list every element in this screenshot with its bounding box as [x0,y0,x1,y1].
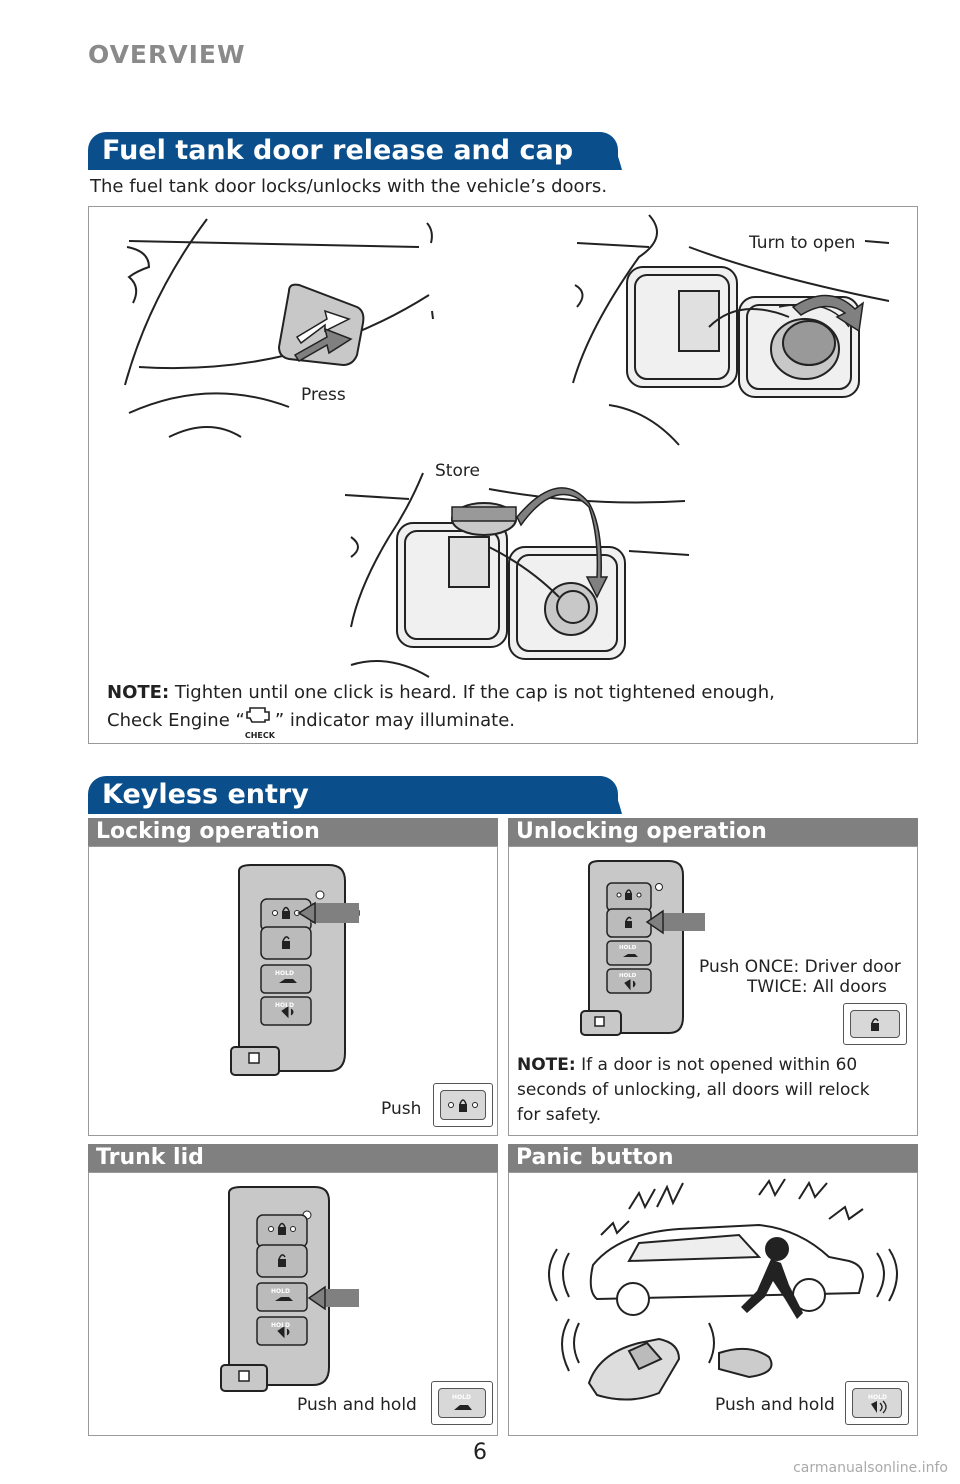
locking-title: Locking operation [96,819,320,844]
turn-arrow [791,294,864,333]
svg-text:HOLD: HOLD [619,973,637,979]
trunk-header: Trunk lid [88,1144,498,1172]
locking-panel: HOLD HOLD Push [88,846,498,1136]
keyless-section-banner: Keyless entry [88,776,618,814]
panic-button-icon: HOLD [845,1381,909,1425]
unlock-button-icon [843,1003,907,1045]
svg-text:HOLD: HOLD [271,1288,290,1295]
panicked-person [741,1237,803,1319]
press-arrow [293,327,353,362]
unlocking-note: NOTE: If a door is not opened within 60 … [517,1053,913,1128]
fuel-note-line2a: Check Engine “ [107,710,245,731]
keyless-section-title: Keyless entry [102,779,309,810]
unlocking-note-line3: for safety. [517,1105,602,1125]
unlocking-caption: Push ONCE: Driver door TWICE: All doors [699,957,901,997]
trunk-caption: Push and hold [297,1395,417,1415]
locking-header: Locking operation [88,818,498,846]
locking-fob-illustration: HOLD HOLD [230,864,360,1076]
press-label: Press [301,385,346,405]
banner-tip [600,132,622,170]
panic-alarm-illustration [548,1178,898,1401]
fuel-note-label: NOTE: [107,682,170,703]
panic-panel: Push and hold HOLD [508,1172,918,1436]
fuel-note-line1: Tighten until one click is heard. If the… [169,682,775,703]
trunk-title: Trunk lid [96,1145,204,1170]
svg-text:HOLD: HOLD [619,945,637,951]
fuel-cap-store-illustration [344,472,690,678]
check-engine-icon: CHECK [245,707,275,740]
fuel-cap-open-illustration [572,214,890,446]
svg-text:HOLD: HOLD [271,1322,290,1329]
fuel-illustration [124,214,890,678]
fuel-illustration-frame: Press Turn to open Store NOTE: Tighten u… [88,206,918,744]
trunk-arrow [307,1285,326,1311]
fuel-section-banner: Fuel tank door release and cap [88,132,618,170]
unlocking-title: Unlocking operation [516,819,767,844]
turn-to-open-label: Turn to open [749,233,856,253]
unlocking-panel: HOLD HOLD Push ONCE: Driver door TWICE: … [508,846,918,1136]
unlocking-note-line1: If a door is not opened within 60 [575,1055,858,1075]
panic-header: Panic button [508,1144,918,1172]
hold-text: HOLD [868,1394,887,1401]
unlocking-fob-illustration: HOLD HOLD [580,860,705,1036]
unlocking-caption-line1: Push ONCE: Driver door [699,957,901,977]
fuel-door-release-illustration [124,218,434,438]
unlocking-note-label: NOTE: [517,1055,576,1075]
panic-caption: Push and hold [715,1395,835,1415]
unlocking-arrow [645,909,664,935]
trunk-panel: HOLD HOLD Push and hold HOLD [88,1172,498,1436]
press-arrow-light [295,309,351,345]
unlocking-note-line2: seconds of unlocking, all doors will rel… [517,1080,870,1100]
fuel-intro-text: The fuel tank door locks/unlocks with th… [90,176,608,197]
trunk-button-icon: HOLD [431,1381,493,1425]
svg-text:HOLD: HOLD [275,1002,294,1009]
store-arrow [516,487,609,599]
panic-title: Panic button [516,1145,674,1170]
unlocking-caption-line2: TWICE: All doors [747,977,887,997]
lock-button-icon [433,1083,493,1127]
fuel-section-title: Fuel tank door release and cap [102,135,574,166]
hold-text: HOLD [452,1394,471,1401]
page-number: 6 [473,1440,487,1465]
section-title: OVERVIEW [88,40,246,69]
check-icon-text: CHECK [244,731,275,740]
svg-text:HOLD: HOLD [275,970,294,977]
trunk-fob-illustration: HOLD HOLD [220,1186,359,1392]
fuel-note-line2b: ” indicator may illuminate. [274,710,516,731]
store-label: Store [435,461,480,481]
fuel-note: NOTE: Tighten until one click is heard. … [107,679,907,740]
watermark: carmanualsonline.info [793,1460,948,1476]
locking-caption: Push [381,1099,422,1119]
banner-tip [600,776,622,814]
unlocking-header: Unlocking operation [508,818,918,846]
